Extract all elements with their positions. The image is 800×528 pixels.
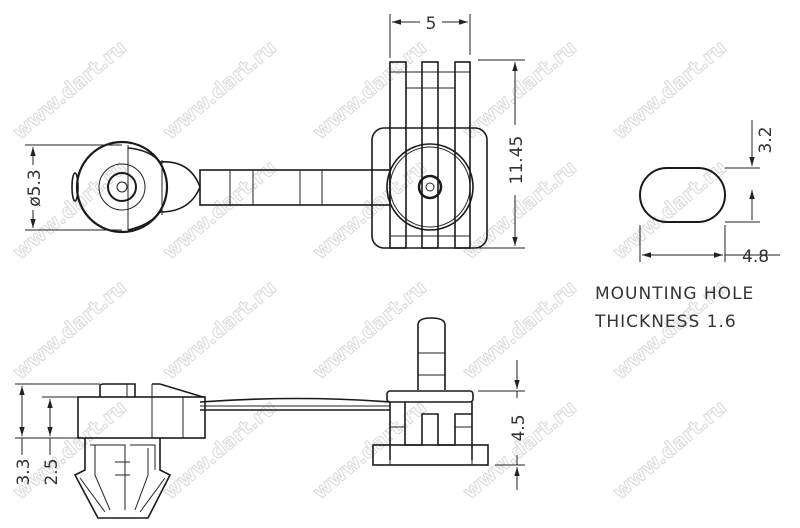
top-view: 5 11.45 ø5.3 <box>25 14 527 249</box>
watermark-text: www.dart.ru <box>8 275 131 384</box>
watermark-text: www.dart.ru <box>8 395 131 504</box>
watermark-text: www.dart.ru <box>158 275 281 384</box>
watermark-text: www.dart.ru <box>608 395 731 504</box>
watermark-text: www.dart.ru <box>608 35 731 144</box>
dim-hole-height: 3.2 <box>756 126 776 153</box>
mounting-hole-view: 3.2 4.8 <box>639 120 780 267</box>
watermark-text: www.dart.ru <box>8 35 131 144</box>
dim-side-total-height: 3.3 <box>14 458 34 485</box>
dim-side-head-height: 2.5 <box>42 458 62 485</box>
watermark-text: www.dart.ru <box>158 395 281 504</box>
watermark-text: www.dart.ru <box>458 275 581 384</box>
watermark-text: www.dart.ru <box>308 275 431 384</box>
side-view: 3.3 2.5 4.5 <box>14 317 529 519</box>
note-mounting-hole: MOUNTING HOLE <box>595 284 755 304</box>
dim-clip-diameter: ø5.3 <box>25 169 45 206</box>
watermark-text: www.dart.ru <box>458 395 581 504</box>
note-thickness: THICKNESS 1.6 <box>595 312 737 332</box>
watermark-text: www.dart.ru <box>308 395 431 504</box>
watermark-text: www.dart.ru <box>158 35 281 144</box>
dim-top-width: 5 <box>426 14 437 34</box>
dim-hole-width: 4.8 <box>742 247 769 267</box>
dim-top-height: 11.45 <box>507 136 527 185</box>
dim-side-base-height: 4.5 <box>509 414 529 441</box>
